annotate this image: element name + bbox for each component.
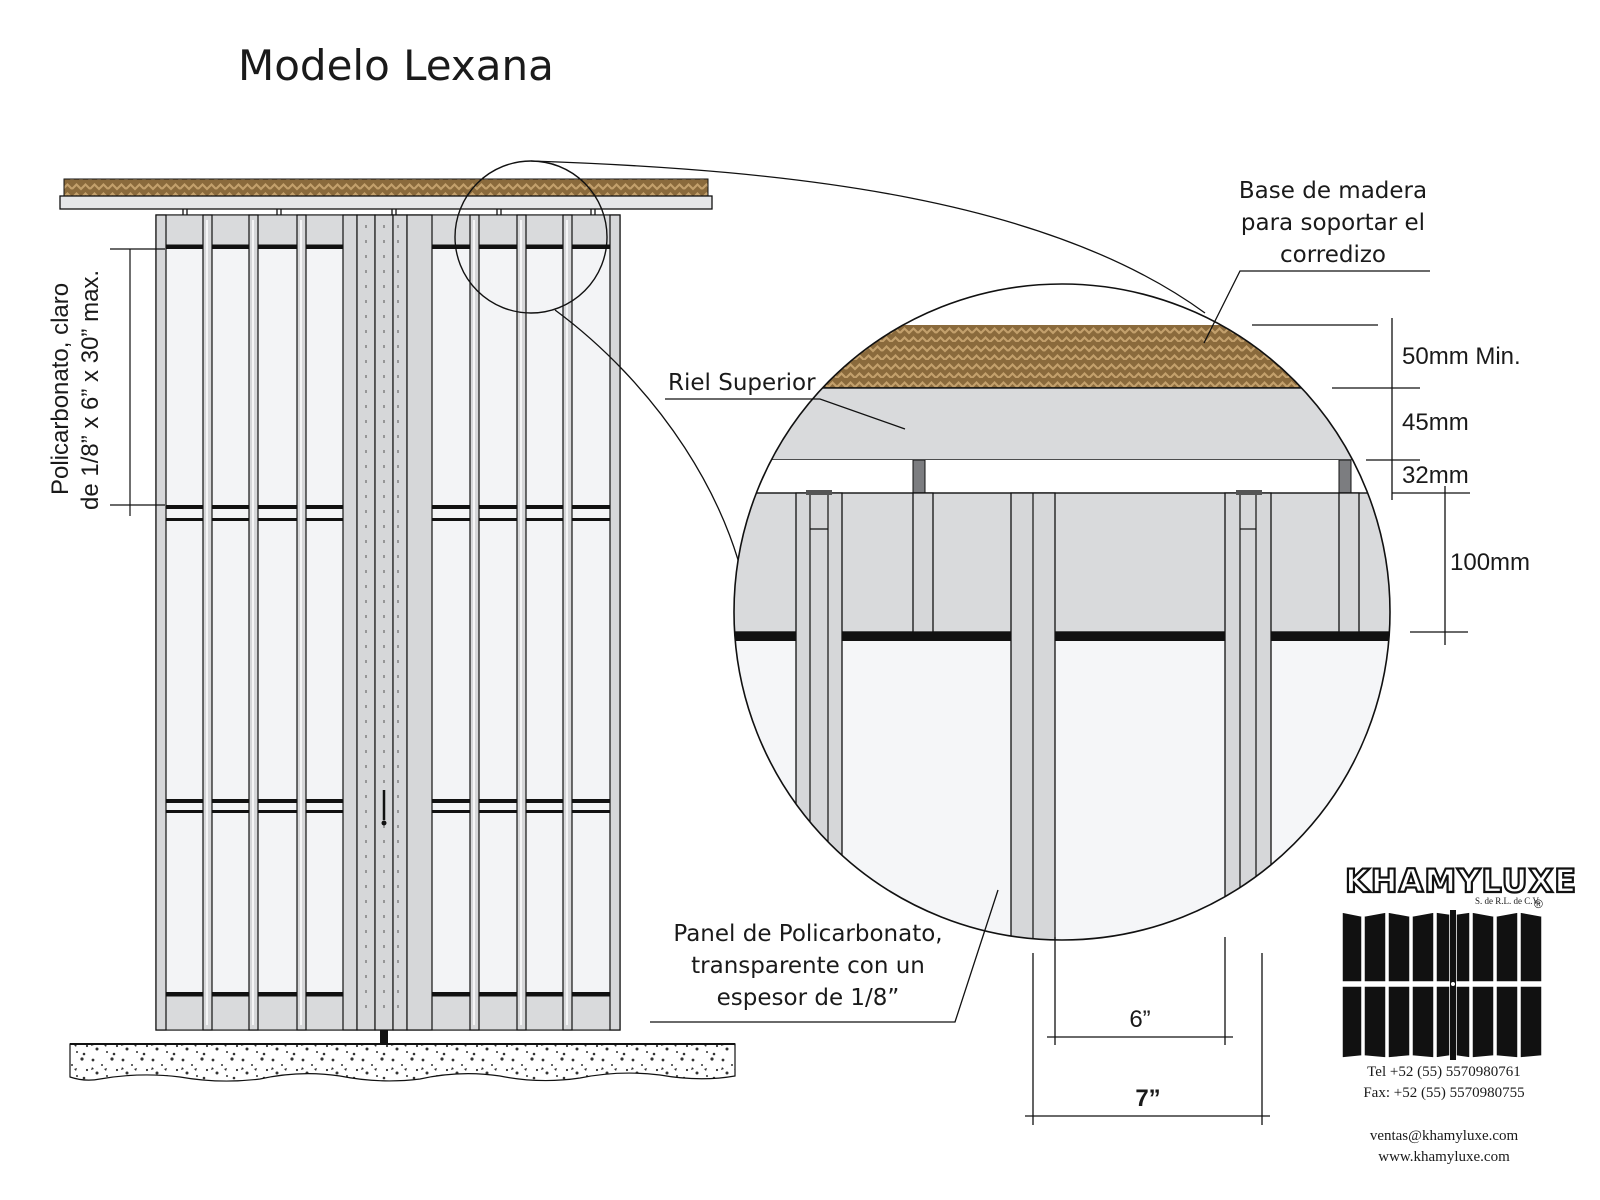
detail-header-band	[734, 492, 1390, 633]
callout-panel: Panel de Policarbonato, transparente con…	[650, 889, 999, 1023]
detail-profiles	[795, 492, 1360, 940]
dimension-32mm: 32mm	[1402, 462, 1469, 489]
frame-highlights	[206, 220, 568, 1025]
dimension-100mm: 100mm	[1450, 549, 1530, 576]
page-title: Modelo Lexana	[238, 41, 554, 90]
brand-fax: Fax: +52 (55) 5570980755	[1363, 1085, 1524, 1101]
top-rail-label: Riel Superior	[668, 370, 816, 396]
brand-logo-icon	[1341, 911, 1543, 1059]
detail-hanger-2	[1338, 459, 1352, 494]
dimension-50mm: 50mm Min.	[1402, 343, 1521, 370]
top-rail	[59, 195, 713, 210]
vertical-dimensions	[1252, 318, 1470, 645]
brand-web[interactable]: www.khamyluxe.com	[1378, 1149, 1510, 1165]
detail-connector-top	[530, 160, 1206, 314]
detail-hanger-1	[912, 459, 926, 494]
brand-email[interactable]: ventas@khamyluxe.com	[1370, 1128, 1519, 1144]
callout-top-rail: Riel Superior	[665, 370, 906, 430]
registered-mark: ®	[1534, 897, 1543, 911]
wood-base-beam	[63, 178, 709, 197]
door-elevation: Policarbonato, claro de 1/8” x 6” x 30” …	[47, 178, 736, 1082]
dimension-45mm: 45mm	[1402, 409, 1469, 436]
detail-top-rail	[734, 387, 1390, 461]
panel-label-3: espesor de 1/8”	[717, 985, 900, 1011]
panel-size-label-2: de 1/8” x 6” x 30” max.	[77, 270, 104, 510]
wood-base-label-3: corredizo	[1280, 242, 1386, 268]
floor-slab	[69, 1043, 736, 1082]
detail-circle-outline	[733, 283, 1391, 941]
brand-tel: Tel +52 (55) 5570980761	[1367, 1064, 1521, 1080]
dimension-6in: 6”	[1129, 1006, 1150, 1033]
wood-base-label-1: Base de madera	[1239, 178, 1427, 204]
center-dashes	[365, 225, 399, 1020]
callout-wood-base: Base de madera para soportar el corrediz…	[1203, 178, 1430, 344]
panel-label-1: Panel de Policarbonato,	[673, 921, 942, 947]
brand-subtitle: S. de R.L. de C.V.	[1475, 896, 1540, 906]
brand-block: KHAMYLUXE S. de R.L. de C.V. ® Tel +52 (…	[1341, 861, 1577, 1165]
wood-base-label-2: para soportar el	[1241, 210, 1425, 236]
brand-name: KHAMYLUXE	[1345, 862, 1577, 900]
detail-view	[734, 284, 1390, 940]
horizontal-dimensions	[1025, 937, 1270, 1125]
dimension-7in: 7”	[1135, 1085, 1160, 1112]
panel-height-dimension	[110, 248, 165, 516]
panel-label-2: transparente con un	[691, 953, 925, 979]
panel-size-label-1: Policarbonato, claro	[47, 283, 74, 495]
